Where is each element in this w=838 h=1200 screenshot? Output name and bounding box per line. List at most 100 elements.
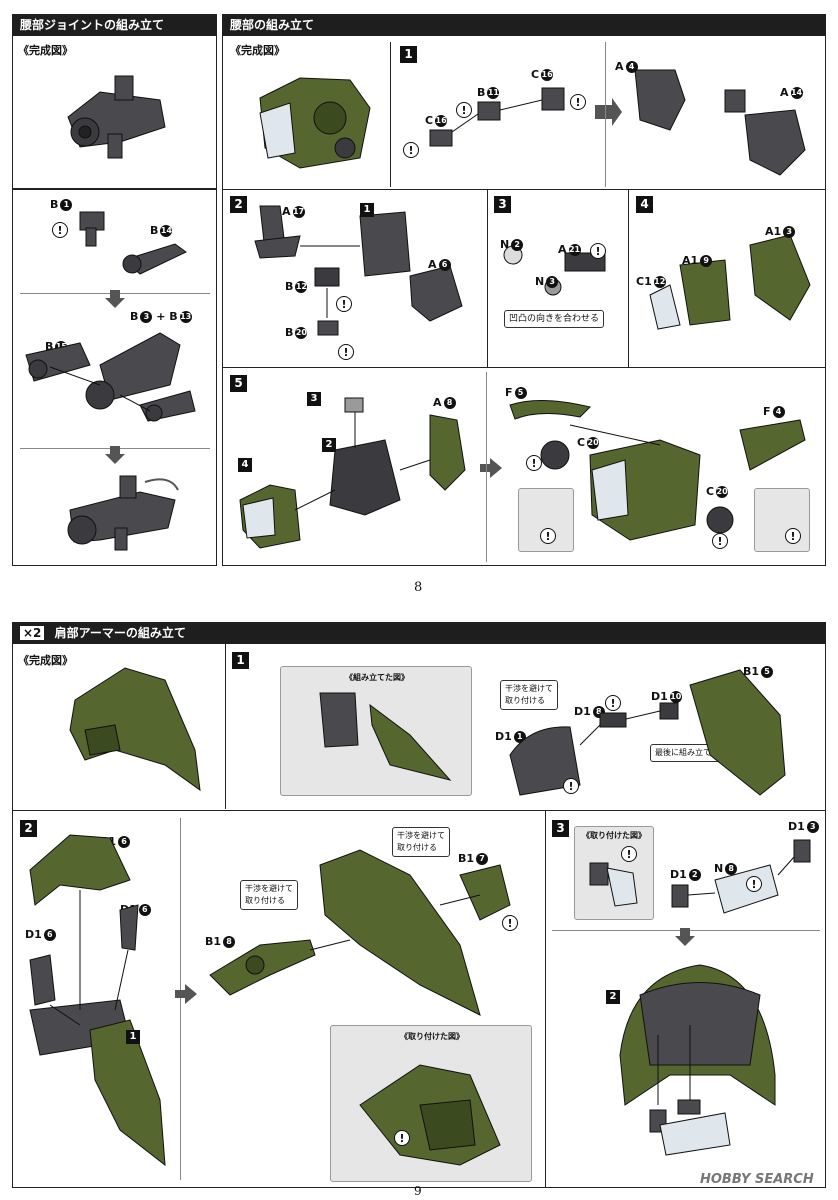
waist-step1-figure: [429, 69, 806, 176]
down-arrow-icon: [105, 446, 125, 464]
caution-icon: !: [785, 528, 801, 544]
step-4-badge: 4: [636, 196, 653, 213]
waist-completed-label: 《完成図》: [230, 44, 285, 57]
divider-vertical: [605, 42, 606, 187]
part-b14-figure: [122, 243, 187, 275]
shoulder-step2-sub-badge: 1: [126, 1030, 140, 1044]
caution-icon: !: [621, 846, 637, 862]
waist-joint-completed-figure: [67, 75, 166, 159]
divider-vertical: [486, 372, 487, 562]
waist-step5-left-figure: [239, 397, 466, 549]
divider-vertical: [487, 189, 488, 367]
shoulder-completed-figure: [69, 667, 201, 792]
right-arrow-icon: [175, 984, 197, 1004]
shoulder-step-1-badge: 1: [232, 652, 249, 669]
waist-joint-header: 腰部ジョイントの組み立て: [12, 14, 217, 36]
shoulder-step3-attached-caption: 《取り付けた図》: [582, 831, 646, 840]
waist-step5-sub-badge-4: 4: [238, 458, 252, 472]
multiplier-badge: ×2: [20, 626, 45, 640]
divider: [12, 810, 826, 811]
page-number-bottom: 9: [414, 1184, 422, 1198]
shoulder-armor-header: 肩部アーマーの組み立て: [54, 626, 186, 640]
shoulder-step1-note-avoid: 干渉を避けて 取り付ける: [500, 680, 558, 710]
shoulder-step1-assembled-caption: 《組み立てた図》: [345, 673, 409, 682]
divider-vertical: [628, 189, 629, 367]
waist-step5-detail-right: [754, 488, 810, 552]
waist-step4-figure: [649, 234, 811, 330]
waist-step2-sub-badge: 1: [360, 203, 374, 217]
divider-vertical: [225, 644, 226, 809]
caution-icon: !: [394, 1130, 410, 1146]
step-3-badge: 3: [494, 196, 511, 213]
caution-icon: !: [563, 778, 579, 794]
down-arrow-icon: [105, 290, 125, 308]
shoulder-step3-result-figure: [619, 964, 776, 1156]
shoulder-step2-note-avoid-b: 干渉を避けて 取り付ける: [392, 827, 450, 857]
step-1-badge: 1: [400, 46, 417, 63]
caution-icon: !: [403, 142, 419, 158]
caution-icon: !: [590, 243, 606, 259]
shoulder-step3-sub-badge: 2: [606, 990, 620, 1004]
step-5-badge: 5: [230, 375, 247, 392]
caution-icon: !: [605, 695, 621, 711]
shoulder-completed-label: 《完成図》: [18, 654, 73, 667]
divider: [222, 189, 826, 190]
shoulder-step2-left-figure: [29, 834, 166, 1167]
right-arrow-icon: [480, 458, 502, 478]
shoulder-step-3-badge: 3: [552, 820, 569, 837]
shoulder-step1-assembled-figure: [319, 692, 452, 781]
shoulder-step3-attached-figure: [589, 862, 638, 907]
shoulder-armor-header-bar: ×2 肩部アーマーの組み立て: [12, 622, 826, 644]
shoulder-step2-attached-caption: 《取り付けた図》: [400, 1032, 464, 1041]
divider-vertical: [545, 810, 546, 1188]
caution-icon: !: [540, 528, 556, 544]
watermark: HOBBY SEARCH: [700, 1172, 814, 1187]
waist-joint-completed-label: 《完成図》: [18, 44, 73, 57]
waist-step2-figure: [254, 205, 463, 336]
waist-header: 腰部の組み立て: [222, 14, 826, 36]
waist-step3-figure: [503, 245, 606, 296]
caution-icon: !: [338, 344, 354, 360]
caution-icon: !: [502, 915, 518, 931]
caution-icon: !: [456, 102, 472, 118]
step-2-badge: 2: [230, 196, 247, 213]
waist-joint-step3-figure: [67, 475, 179, 551]
shoulder-step2-note-avoid-a: 干渉を避けて 取り付ける: [240, 880, 298, 910]
waist-step5-sub-badge-2: 2: [322, 438, 336, 452]
caution-icon: !: [52, 222, 68, 238]
caution-icon: !: [746, 876, 762, 892]
caution-icon: !: [712, 533, 728, 549]
waist-step5-right-figure: [509, 400, 806, 541]
shoulder-step1-figure: [509, 669, 786, 796]
